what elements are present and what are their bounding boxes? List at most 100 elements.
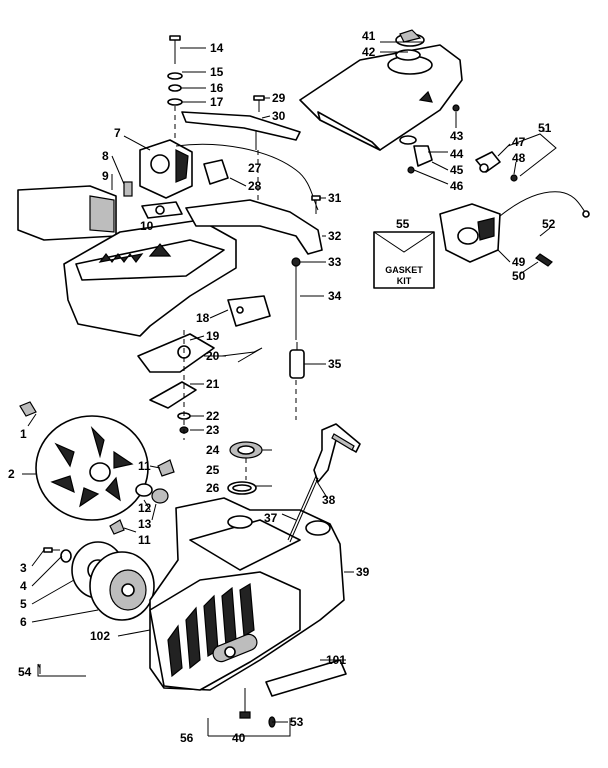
- screw-29: [253, 95, 265, 112]
- callout-10: 10: [140, 219, 154, 233]
- callout-7: 7: [114, 126, 121, 140]
- callout-47: 47: [512, 135, 526, 149]
- callout-44: 44: [450, 147, 464, 161]
- callout-34: 34: [328, 289, 342, 303]
- callout-24: 24: [206, 443, 220, 457]
- callout-54: 54: [18, 665, 32, 679]
- callout-102: 102: [90, 629, 110, 643]
- rewind-spring-6: [89, 551, 155, 621]
- spring-11-top: [157, 459, 175, 477]
- callout-13: 13: [138, 517, 152, 531]
- spring-11-bottom: [109, 519, 125, 535]
- callout-48: 48: [512, 151, 526, 165]
- throttle-rod-27: [175, 143, 319, 211]
- flywheel-2: [35, 415, 149, 521]
- fuel-line: [291, 257, 301, 340]
- callout-1: 1: [20, 427, 27, 441]
- callout-26: 26: [206, 481, 220, 495]
- gasket-21: [149, 381, 197, 409]
- gasket-kit-label-line1: GASKET: [385, 265, 423, 275]
- fuel-cap: [395, 29, 425, 47]
- callout-5: 5: [20, 597, 27, 611]
- callout-11-top: 11: [138, 459, 151, 473]
- callout-28: 28: [248, 179, 262, 193]
- callout-33: 33: [328, 255, 342, 269]
- callout-30: 30: [272, 109, 286, 123]
- carburetor-gasket: [141, 201, 183, 219]
- cover-plate-30: [181, 111, 301, 141]
- callout-32: 32: [328, 229, 342, 243]
- carburetor: [123, 139, 193, 199]
- callout-50: 50: [512, 269, 526, 283]
- callout-56: 56: [180, 731, 194, 745]
- callout-14: 14: [210, 41, 224, 55]
- callout-11-bottom: 11: [138, 533, 151, 547]
- fuel-tank-cover: [299, 44, 463, 151]
- gasket-19: [137, 333, 215, 373]
- callout-25: 25: [206, 463, 220, 477]
- callout-39: 39: [356, 565, 370, 579]
- callout-19: 19: [206, 329, 220, 343]
- callout-101: 101: [326, 653, 346, 667]
- callout-21: 21: [206, 377, 220, 391]
- callout-labels: 14 15 16 17 7 8 9 10 29 30 27 28 31 32 3…: [8, 29, 556, 745]
- fuel-filter-35: [289, 342, 305, 379]
- callout-8: 8: [102, 149, 109, 163]
- starter-rope-37: [287, 475, 319, 543]
- starter-cover-102: [149, 571, 301, 691]
- callout-38: 38: [322, 493, 336, 507]
- callout-41: 41: [362, 29, 376, 43]
- screw-stack: [167, 35, 183, 106]
- label-101: [265, 659, 347, 697]
- wire-clip-20: [221, 347, 263, 363]
- callout-31: 31: [328, 191, 342, 205]
- pawl-13: [151, 488, 169, 504]
- callout-49: 49: [512, 255, 526, 269]
- callout-9: 9: [102, 169, 109, 183]
- screw-3: [43, 547, 60, 553]
- callout-22: 22: [206, 409, 220, 423]
- callout-52: 52: [542, 217, 556, 231]
- callout-17: 17: [210, 95, 224, 109]
- callout-45: 45: [450, 163, 464, 177]
- callout-15: 15: [210, 65, 224, 79]
- o-ring-25: [227, 481, 257, 495]
- callout-6: 6: [20, 615, 27, 629]
- callout-40: 40: [232, 731, 246, 745]
- callout-4: 4: [20, 579, 27, 593]
- callout-2: 2: [8, 467, 15, 481]
- gasket-kit-box: GASKET KIT: [373, 231, 435, 289]
- callout-12: 12: [138, 501, 152, 515]
- callout-42: 42: [362, 45, 376, 59]
- allen-wrench-54: [37, 664, 86, 677]
- callout-3: 3: [20, 561, 27, 575]
- starter-handle-38: [313, 423, 361, 483]
- callout-16: 16: [210, 81, 224, 95]
- leader-lines: [22, 41, 557, 737]
- callout-43: 43: [450, 129, 464, 143]
- oil-seal-24: [229, 441, 263, 459]
- washer-12: [135, 483, 153, 497]
- tank-bracket: [399, 104, 460, 174]
- callout-23: 23: [206, 423, 220, 437]
- callout-20: 20: [206, 349, 220, 363]
- callout-35: 35: [328, 357, 342, 371]
- gasket-kit-label-line2: KIT: [397, 276, 412, 286]
- grommet-28: [203, 159, 229, 185]
- washer-4: [60, 549, 72, 563]
- ignition-terminal: [475, 151, 518, 182]
- crankcase-housing: [63, 199, 323, 337]
- callout-27: 27: [248, 161, 262, 175]
- callout-29: 29: [272, 91, 286, 105]
- callout-18: 18: [196, 311, 210, 325]
- bracket-18: [227, 295, 271, 327]
- screw-31: [311, 195, 321, 214]
- callout-46: 46: [450, 179, 464, 193]
- callout-37: 37: [264, 511, 278, 525]
- callout-53: 53: [290, 715, 304, 729]
- callout-55: 55: [396, 217, 410, 231]
- callout-51: 51: [538, 121, 552, 135]
- air-filter: [17, 185, 117, 241]
- assembly-lines: [174, 106, 297, 700]
